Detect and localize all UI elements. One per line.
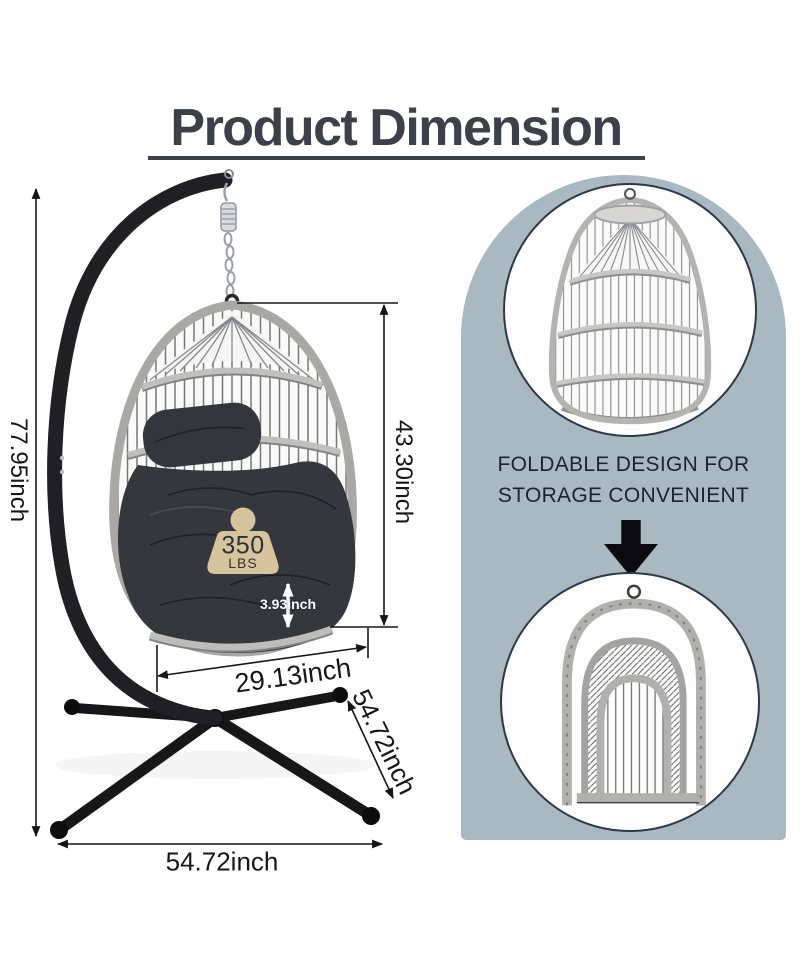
headrest-pillow [142,402,262,468]
folded-chair-photo [500,572,760,832]
panel-caption-line1: FOLDABLE DESIGN FOR [497,453,750,476]
panel-caption-line2: STORAGE CONVENIENT [497,484,750,507]
foldable-panel: FOLDABLE DESIGN FOR STORAGE CONVENIENT [461,175,786,840]
weight-capacity-value: 350 [221,531,265,560]
unfolded-chair-photo [503,183,757,437]
panel-caption: FOLDABLE DESIGN FOR STORAGE CONVENIENT [461,449,786,511]
stand-x-base [50,687,380,839]
folded-basket-drawing [562,584,706,806]
unfolded-basket-drawing [548,187,712,425]
overall-height-label: 77.95inch [5,417,32,523]
weight-capacity-icon [207,507,279,574]
chair-height-label: 43.30inch [390,419,417,525]
dimension-lines [31,187,398,849]
chair-dimension-drawing [31,169,398,849]
page-title: Product Dimension [170,99,623,157]
hanging-chain [220,182,240,309]
title-underline [148,156,645,160]
base-width-label: 54.72inch [165,846,279,877]
down-arrow-icon [604,520,658,577]
cushion-thickness-label: 3.93inch [259,596,317,612]
stand-pole [47,169,234,726]
weight-capacity-unit: LBS [228,555,258,571]
